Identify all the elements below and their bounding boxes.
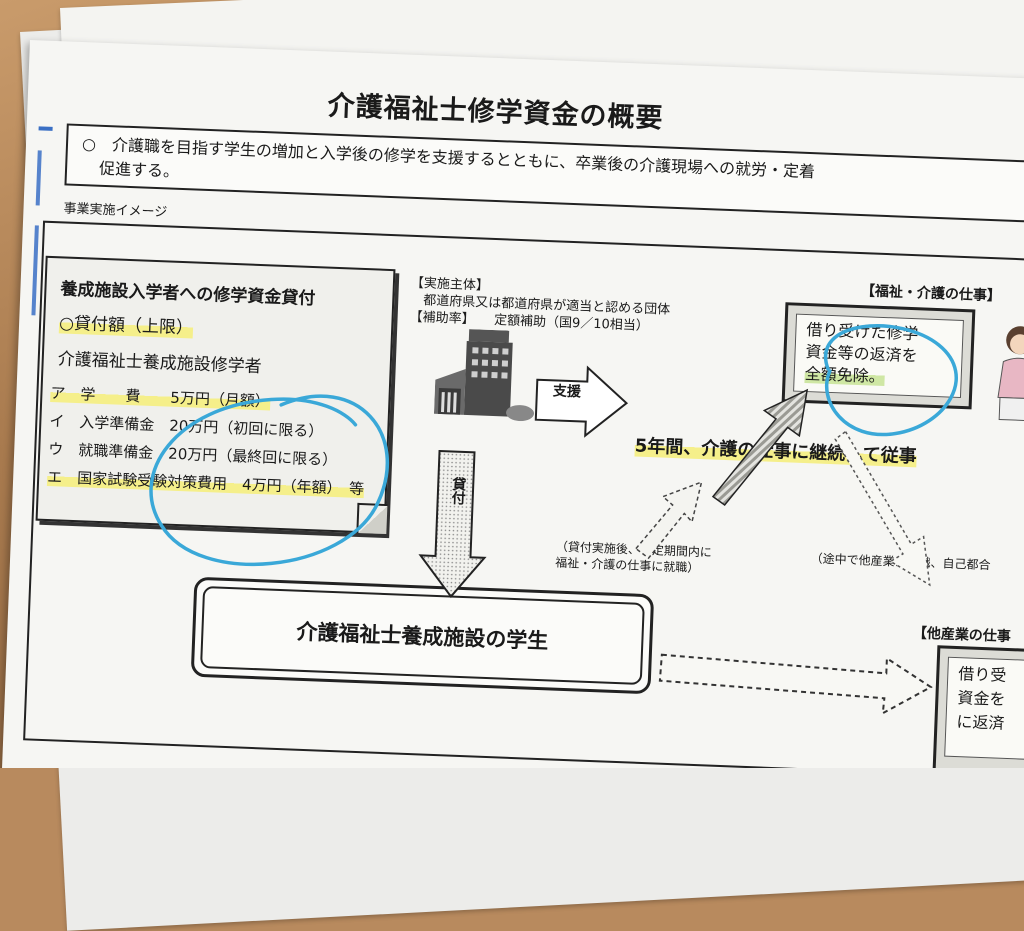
after-loan-note: （貸付実施後、一定期間内に 福祉・介護の仕事に就職）: [555, 539, 713, 576]
other-industry-line-3: に返済: [956, 712, 1005, 733]
caregiver-illustration-icon: [997, 326, 1024, 423]
blue-margin-bracket: [35, 150, 42, 206]
other-industry-title: 【他産業の仕事: [912, 625, 1012, 646]
implementation-info: 【実施主体】 都道府県又は都道府県が適当と認める団体 【補助率】 定額補助（国9…: [409, 275, 671, 336]
loan-target: 介護福祉士養成施設修学者: [57, 349, 262, 378]
other-industry-box: 借り受 資金を に返済: [932, 645, 1024, 768]
loan-item: エ 国家試験受験対策費用 4万円（年額） 等: [46, 467, 365, 499]
card-fold-corner: [356, 502, 388, 535]
student-box: 介護福祉士養成施設の学生: [190, 576, 655, 695]
loan-card-heading: 養成施設入学者への修学資金貸付: [60, 279, 316, 310]
rate-label: 【補助率】: [409, 309, 469, 328]
blue-margin-mark: [38, 126, 53, 131]
loan-item: ア 学 費 5万円（月額）: [50, 384, 271, 411]
loan-item: ウ 就職準備金 20万円（最終回に限る）: [47, 440, 338, 470]
purpose-box: ○ 介護職を目指す学生の増加と入学後の修学を支援するとともに、卒業後の介護現場へ…: [64, 123, 1024, 224]
section-label: 事業実施イメージ: [63, 201, 168, 221]
government-building-icon: [433, 329, 535, 422]
loan-item: イ 入学準備金 20万円（初回に限る）: [49, 412, 324, 441]
loan-card: 養成施設入学者への修学資金貸付 ○貸付額（上限） 介護福祉士養成施設修学者 ア …: [35, 255, 396, 535]
document-page: 介護福祉士修学資金の概要 ○ 介護職を目指す学生の増加と入学後の修学を支援すると…: [0, 40, 1024, 768]
support-arrow-label: 支援: [552, 383, 582, 401]
student-box-label: 介護福祉士養成施設の学生: [200, 586, 645, 685]
welfare-work-box: 借り受けた修学 資金等の返済を 全額免除。: [781, 302, 976, 410]
blue-margin-bracket-lower: [31, 225, 39, 316]
entity-label: 【実施主体】: [410, 275, 490, 294]
welfare-work-line-3: 全額免除。: [804, 363, 886, 387]
loan-limit-label: ○貸付額（上限）: [58, 313, 194, 339]
document-title: 介護福祉士修学資金の概要: [327, 90, 665, 135]
loan-arrow-label: 貸付: [449, 476, 467, 506]
